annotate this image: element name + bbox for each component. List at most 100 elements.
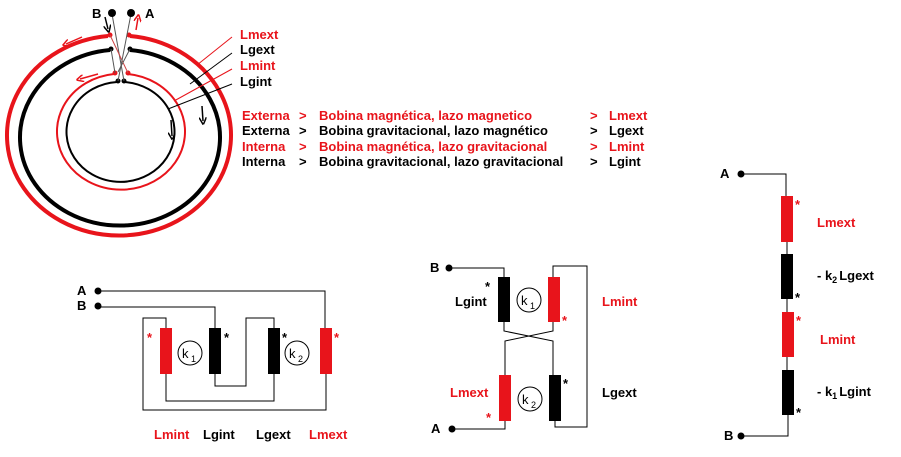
coil-label-lmext: Lmext xyxy=(309,427,348,442)
svg-text:Externa: Externa xyxy=(242,108,290,123)
ring-lmint xyxy=(56,73,186,191)
coil-lgint xyxy=(498,277,510,322)
svg-text:>: > xyxy=(299,123,307,138)
ring-label-lmext: Lmext xyxy=(240,27,279,42)
coil-label-lgext: Lgext xyxy=(602,385,637,400)
svg-text:>: > xyxy=(299,139,307,154)
svg-text:Lmint: Lmint xyxy=(609,139,645,154)
ring-lgint xyxy=(65,81,176,183)
terminal-a-ring xyxy=(127,9,135,17)
coil-lgint xyxy=(209,328,221,374)
ring-label-lgext: Lgext xyxy=(240,42,275,57)
svg-text:Externa: Externa xyxy=(242,123,290,138)
svg-text:k: k xyxy=(182,346,189,361)
dot-marker: * xyxy=(334,330,340,345)
svg-text:k: k xyxy=(289,346,296,361)
circuit-series-equivalent xyxy=(741,173,789,437)
dot-marker: * xyxy=(795,197,801,212)
terminal-b-ring xyxy=(108,9,116,17)
coil-lgext xyxy=(781,254,793,299)
coil-label-lmint: Lmint xyxy=(602,294,638,309)
current-arrow-icon xyxy=(136,18,138,31)
svg-text:>: > xyxy=(299,154,307,169)
svg-text:Bobina magnética, lazo magneti: Bobina magnética, lazo magnetico xyxy=(319,108,532,123)
svg-text:>: > xyxy=(590,139,598,154)
svg-text:Interna: Interna xyxy=(242,154,286,169)
svg-text:Lgext: Lgext xyxy=(609,123,644,138)
dot-marker: * xyxy=(282,330,288,345)
terminal-b-label: B xyxy=(430,260,439,275)
svg-text:Lmext: Lmext xyxy=(609,108,648,123)
terminal-b-label: B xyxy=(77,298,86,313)
svg-text:Bobina gravitacional, lazo gra: Bobina gravitacional, lazo gravitacional xyxy=(319,154,563,169)
current-arrow-icon xyxy=(171,119,172,136)
current-arrow-icon xyxy=(66,36,83,44)
coupling-k2-icon: k 2 xyxy=(517,386,543,412)
dot-marker: * xyxy=(562,313,568,328)
coil-lgext xyxy=(268,328,280,374)
terminal-a xyxy=(737,170,745,178)
legend-row: Externa > Bobina gravitacional, lazo mag… xyxy=(242,123,644,138)
svg-text:Bobina gravitacional, lazo mag: Bobina gravitacional, lazo magnético xyxy=(319,123,548,138)
coil-label-lmext: Lmext xyxy=(817,215,856,230)
svg-text:Interna: Interna xyxy=(242,139,286,154)
circuit-crossed-layout xyxy=(449,265,588,430)
svg-text:1: 1 xyxy=(530,301,535,311)
coupling-k1-icon: k 1 xyxy=(177,340,203,366)
coil-lmext xyxy=(499,375,511,421)
svg-text:>: > xyxy=(590,108,598,123)
coil-lmext xyxy=(781,196,793,242)
legend-row: Interna > Bobina gravitacional, lazo gra… xyxy=(242,154,641,169)
coil-label-lgint: Lgint xyxy=(455,294,487,309)
svg-text:k: k xyxy=(522,392,529,407)
coil-lgint xyxy=(782,370,794,415)
svg-text:Lgint: Lgint xyxy=(609,154,641,169)
dot-marker: * xyxy=(795,290,801,305)
coil-rings-diagram: B A Lmext Lgext Lmint Lgint xyxy=(5,6,279,238)
svg-text:>: > xyxy=(590,154,598,169)
coil-label-lgint: Lgint xyxy=(203,427,235,442)
ring-label-lmint: Lmint xyxy=(240,58,276,73)
coil-lmint xyxy=(782,312,794,357)
ring-lgext xyxy=(18,48,222,228)
terminal-a xyxy=(94,287,102,295)
ring-label-lgint: Lgint xyxy=(240,74,272,89)
svg-text:>: > xyxy=(299,108,307,123)
svg-text:2: 2 xyxy=(531,400,536,410)
dot-marker: * xyxy=(796,405,802,420)
terminal-b xyxy=(94,302,102,310)
terminal-b xyxy=(737,432,745,440)
coil-label-lmint: Lmint xyxy=(154,427,190,442)
coil-lgext xyxy=(549,375,561,421)
circuit-parallel-layout xyxy=(98,290,327,411)
terminal-a-label: A xyxy=(431,421,441,436)
terminal-a-label: A xyxy=(77,283,87,298)
terminal-a-label: A xyxy=(145,6,155,21)
dot-marker: * xyxy=(486,410,492,425)
legend-row: Interna > Bobina magnética, lazo gravita… xyxy=(242,139,645,154)
terminal-b-label: B xyxy=(92,6,101,21)
current-arrow-icon xyxy=(105,16,108,29)
terminal-b-label: B xyxy=(724,428,733,443)
svg-text:Bobina magnética, lazo gravita: Bobina magnética, lazo gravitacional xyxy=(319,139,547,154)
legend-row: Externa > Bobina magnética, lazo magneti… xyxy=(242,108,648,123)
terminal-a xyxy=(448,425,456,433)
terminal-a-label: A xyxy=(720,166,730,181)
coupling-k1-icon: k 1 xyxy=(516,287,542,313)
dot-marker: * xyxy=(147,330,153,345)
svg-text:>: > xyxy=(590,123,598,138)
svg-text:2: 2 xyxy=(298,354,303,364)
current-arrow-icon xyxy=(202,105,203,121)
dot-marker: * xyxy=(485,279,491,294)
coil-lmint xyxy=(160,328,172,374)
terminal-b xyxy=(445,264,453,272)
svg-text:1: 1 xyxy=(191,354,196,364)
legend-table: Externa > Bobina magnética, lazo magneti… xyxy=(242,108,648,169)
current-arrow-icon xyxy=(80,73,99,79)
coil-lmext xyxy=(320,328,332,374)
coil-lmint xyxy=(548,277,560,322)
dot-marker: * xyxy=(224,330,230,345)
